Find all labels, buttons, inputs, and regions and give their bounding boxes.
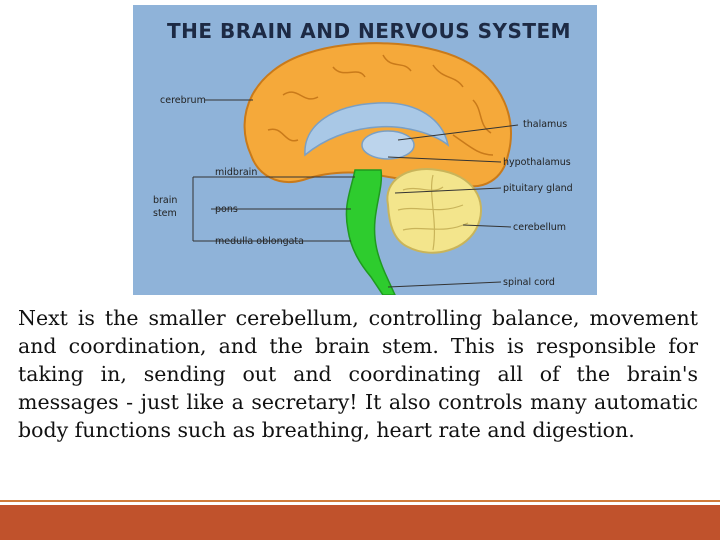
thalamus-shape	[361, 130, 415, 160]
body-paragraph: Next is the smaller cerebellum, controll…	[18, 306, 698, 442]
brain-diagram: THE BRAIN AND NERVOUS SYSTEM	[133, 5, 597, 295]
label-midbrain: midbrain	[215, 167, 257, 178]
footer-divider	[0, 500, 720, 502]
label-spinal-cord: spinal cord	[503, 277, 555, 288]
brain-diagram-svg: THE BRAIN AND NERVOUS SYSTEM	[133, 5, 597, 295]
cerebellum-folds	[397, 174, 469, 251]
label-hypothalamus: hypothalamus	[503, 157, 571, 168]
brain-stem-shape	[345, 169, 396, 295]
label-pons: pons	[215, 204, 238, 215]
label-brain-stem-2: stem	[153, 208, 177, 219]
label-brain-stem-1: brain	[153, 195, 177, 206]
label-thalamus: thalamus	[523, 119, 567, 130]
leader-lines	[192, 99, 519, 288]
label-medulla-oblongata: medulla oblongata	[215, 236, 304, 247]
footer-bar	[0, 505, 720, 540]
diagram-title: THE BRAIN AND NERVOUS SYSTEM	[167, 19, 571, 43]
cerebrum-folds	[267, 54, 494, 156]
ventricle-shape	[304, 102, 450, 157]
label-pituitary-gland: pituitary gland	[503, 183, 573, 194]
label-cerebellum: cerebellum	[513, 222, 566, 233]
label-cerebrum: cerebrum	[160, 95, 206, 106]
